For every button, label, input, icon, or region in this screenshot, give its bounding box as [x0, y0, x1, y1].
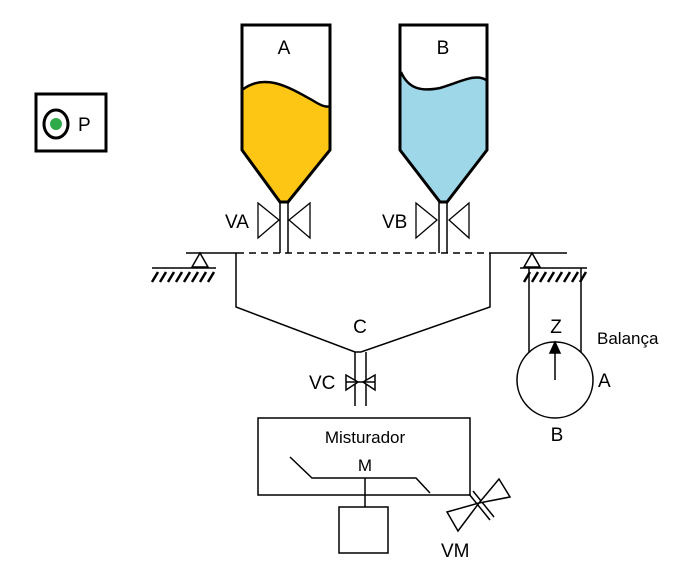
tank-a-label: A [278, 38, 291, 59]
indicator-label: P [78, 115, 91, 136]
mixer-title: Misturador [325, 428, 406, 447]
valve-va[interactable] [257, 201, 311, 240]
hopper-label: C [353, 317, 367, 338]
scale-platform [150, 251, 588, 283]
motor-box [338, 506, 389, 554]
valve-va-label: VA [225, 212, 249, 233]
valve-vc[interactable] [345, 373, 376, 392]
motor-label: M [358, 456, 372, 475]
stirrer-blade [289, 456, 431, 494]
lamp-icon [50, 118, 62, 130]
valve-vb-label: VB [382, 212, 407, 233]
valve-vm[interactable] [445, 477, 512, 533]
scale-pointer-label: Z [550, 317, 562, 338]
hopper-c [235, 253, 491, 406]
tank-a: A VA [225, 23, 332, 253]
tank-b: B VB [382, 23, 489, 253]
arrow-up-icon [548, 340, 562, 354]
valve-vm-label: VM [441, 541, 470, 562]
scale-title: Balança [597, 329, 659, 348]
scale-bottom-label: B [551, 425, 564, 446]
indicator-lamp-p: P [34, 92, 108, 153]
scale-right-label: A [598, 371, 611, 392]
scale-gauge [516, 268, 594, 419]
mixer [257, 417, 512, 554]
tank-b-label: B [437, 38, 450, 59]
valve-vb[interactable] [415, 201, 470, 240]
valve-vc-label: VC [309, 373, 335, 394]
